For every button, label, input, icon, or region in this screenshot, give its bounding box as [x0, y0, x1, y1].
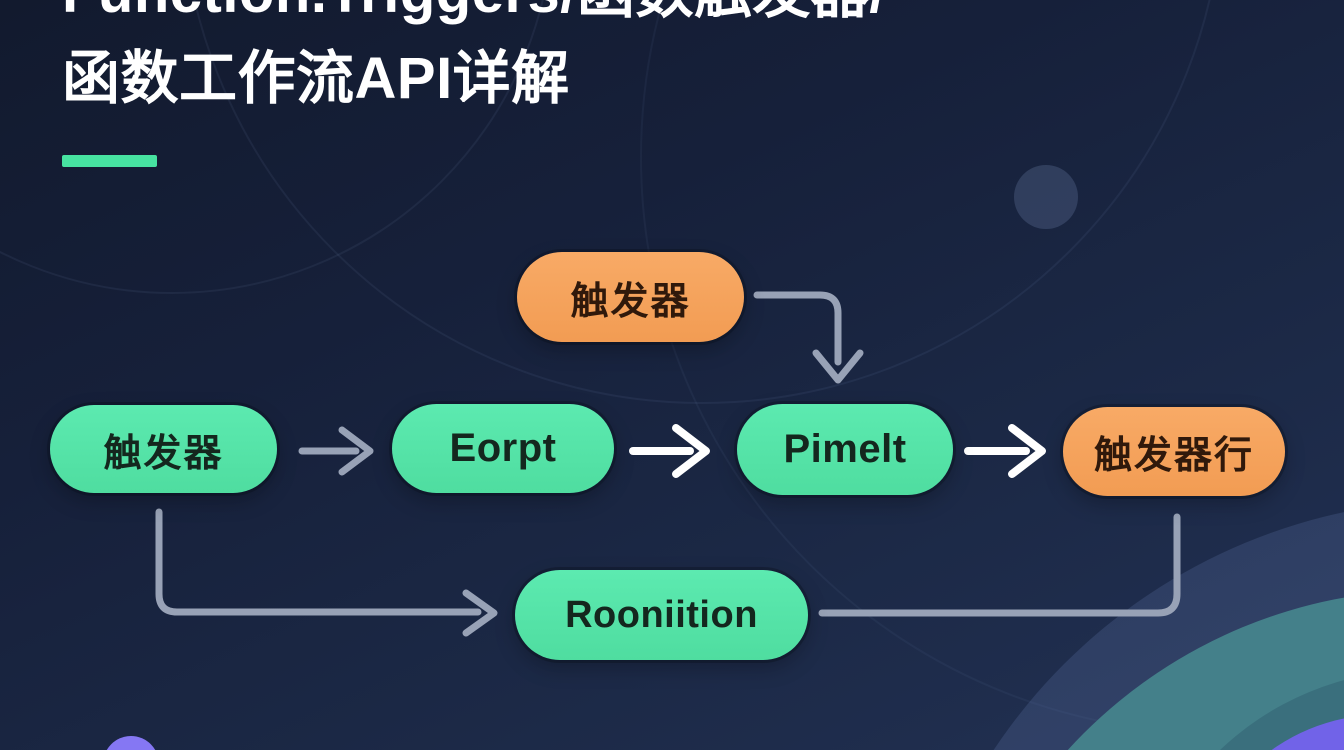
bg-circle-purple-left	[103, 736, 159, 750]
connector-eorpt-to-pimelt	[629, 424, 710, 478]
flow-node-label: 触发器	[570, 280, 691, 323]
page-title: Function.Triggers/函数触发器/ 函数工作流API详解	[62, 0, 886, 122]
flow-node-label: 触发器行	[1093, 435, 1254, 477]
connector-rooniition-to-trigger-right	[818, 513, 1181, 617]
flow-node-label: Pimelt	[783, 427, 907, 471]
flow-node-pimelt: Pimelt	[737, 404, 953, 495]
flow-node-trigger-right: 触发器行	[1063, 407, 1285, 496]
page-title-line1: Function.Triggers/函数触发器/	[62, 0, 886, 36]
flow-node-trigger-top: 触发器	[517, 252, 744, 342]
flow-node-trigger-left: 触发器	[50, 405, 277, 493]
page-title-line2: 函数工作流API详解	[62, 46, 570, 111]
flow-node-eorpt: Eorpt	[392, 404, 614, 493]
flow-node-label: Eorpt	[449, 426, 557, 470]
title-accent-underline	[62, 155, 157, 167]
flow-node-label: Rooniition	[565, 593, 758, 636]
connector-trigger-left-to-eorpt	[298, 426, 374, 476]
bg-faint-circle	[1014, 165, 1078, 229]
flow-node-label: 触发器	[103, 432, 224, 475]
connector-pimelt-to-trigger-right	[964, 424, 1046, 478]
connector-trigger-top-to-pimelt	[753, 291, 864, 384]
flow-node-rooniition: Rooniition	[515, 570, 808, 660]
connector-trigger-left-to-rooniition	[155, 508, 498, 637]
